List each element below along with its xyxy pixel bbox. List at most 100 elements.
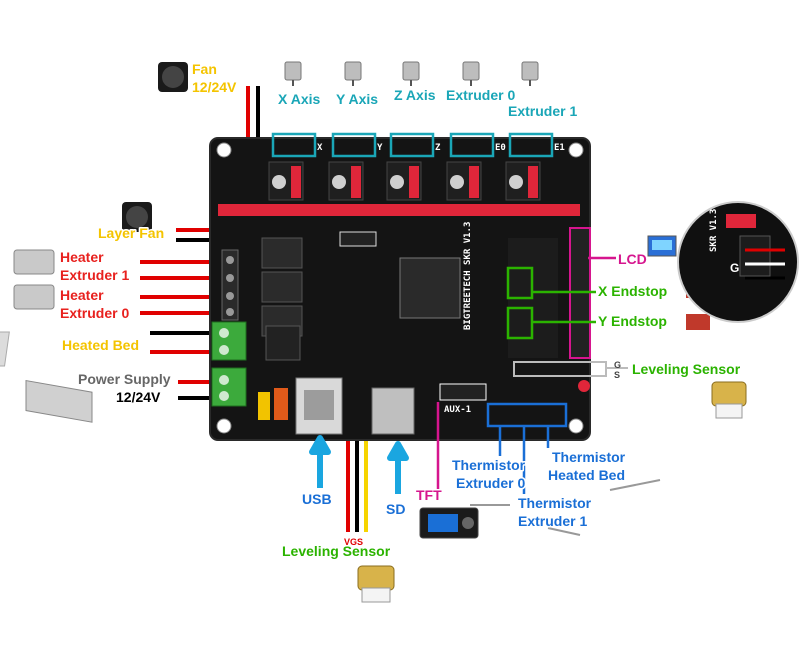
- lcd-screen: [652, 240, 672, 250]
- reset-button: [578, 380, 590, 392]
- screw: [226, 308, 234, 316]
- mosfet: [262, 272, 302, 302]
- leveling-sensor-bottom-label: Leveling Sensor: [282, 543, 391, 559]
- stepper-motor-icon: [463, 62, 479, 80]
- board-model-text: BIGTREETECH SKR V1.3: [463, 222, 473, 330]
- heater-cartridge-icon: [14, 285, 54, 309]
- heater0-label: Heater: [60, 287, 104, 303]
- capacitor: [272, 175, 286, 189]
- layer-fan-label: Layer Fan: [98, 225, 164, 241]
- heated-bed-label: Heated Bed: [62, 337, 139, 353]
- sd-arrow-icon: [390, 444, 406, 494]
- mount-hole: [217, 143, 231, 157]
- thermistor-probe-e1: [548, 528, 580, 535]
- mount-hole: [569, 143, 583, 157]
- aux-header: [440, 384, 486, 400]
- sd-label: SD: [386, 501, 405, 517]
- driver-pins: [528, 166, 538, 198]
- capacitor: [509, 175, 523, 189]
- x-endstop-label: X Endstop: [598, 283, 667, 299]
- y-endstop-label: Y Endstop: [598, 313, 667, 329]
- thermistor-e1-sub-label: Extruder 1: [518, 513, 587, 529]
- screw: [219, 328, 229, 338]
- stepper-motor-icon: [285, 62, 301, 80]
- fuse: [258, 392, 270, 420]
- zoom-pin-header: [726, 214, 756, 228]
- leveling-sensor-right-icon: [712, 382, 746, 406]
- capacitor: [450, 175, 464, 189]
- screw: [219, 345, 229, 355]
- motor-connector-text: Y: [377, 143, 383, 153]
- power-supply-label: Power Supply: [78, 371, 171, 387]
- screw: [219, 375, 229, 385]
- motor-connector-text: X: [317, 143, 323, 153]
- zoom-model-text: SKR V1.3: [709, 209, 719, 252]
- usb-arrow-icon: [312, 438, 328, 488]
- usb-label: USB: [302, 491, 332, 507]
- probe-g-label: G: [614, 360, 621, 370]
- driver-pins: [409, 166, 419, 198]
- heated-bed-icon: [0, 332, 9, 366]
- stepper-motors: [285, 62, 538, 86]
- bed-terminal: [212, 322, 246, 360]
- heater1-label: Heater: [60, 249, 104, 265]
- motor-connector-text: Z: [435, 143, 441, 153]
- thermistor-e1-label: Thermistor: [518, 495, 592, 511]
- heater-cartridge-icon: [14, 250, 54, 274]
- leveling-sensor-bottom-icon: [358, 566, 394, 590]
- heater1-sub-label: Extruder 1: [60, 267, 129, 283]
- driver-header-strip: [218, 204, 580, 216]
- thermistor-bed-label: Thermistor: [552, 449, 626, 465]
- stepper-motor-icon: [345, 62, 361, 80]
- tft-knob: [462, 517, 474, 529]
- bed-mosfet: [266, 326, 300, 360]
- stepper-motor-icon: [522, 62, 538, 80]
- y-endstop-icon: [686, 314, 710, 330]
- extruder1-label: Extruder 1: [508, 103, 577, 119]
- leveling-sensor-right-label: Leveling Sensor: [632, 361, 741, 377]
- aux-text: AUX-1: [444, 405, 471, 415]
- motor-connector-text: E0: [495, 143, 506, 153]
- thermistor-e0-label: Thermistor: [452, 457, 526, 473]
- mcu-chip: [400, 258, 460, 318]
- usb-port-inner: [304, 390, 334, 420]
- screw: [226, 256, 234, 264]
- mount-hole: [217, 419, 231, 433]
- controller-board: BIGTREETECH SKR V1.3 AUX-1 X Y Z E0 E1: [210, 134, 606, 440]
- y-axis-label: Y Axis: [336, 91, 378, 107]
- leveling-sensor-right-tip: [716, 404, 742, 418]
- screw: [226, 274, 234, 282]
- tft-screen: [428, 514, 458, 532]
- fan-voltage-label: 12/24V: [192, 79, 237, 95]
- probe-s-label: S: [614, 370, 620, 380]
- screw: [219, 391, 229, 401]
- extruder0-label: Extruder 0: [446, 87, 515, 103]
- z-axis-label: Z Axis: [394, 87, 436, 103]
- motor-connector-text: E1: [554, 143, 565, 153]
- capacitor: [390, 175, 404, 189]
- tft-label: TFT: [416, 487, 442, 503]
- screw: [226, 292, 234, 300]
- probe-header-vgs: [340, 232, 376, 246]
- thermistor-bed-sub-label: Heated Bed: [548, 467, 625, 483]
- fan-label: Fan: [192, 61, 217, 77]
- power-terminal: [212, 368, 246, 406]
- driver-pins: [351, 166, 361, 198]
- zoom-inset: G SKR V1.3: [678, 202, 798, 322]
- fan-icon-hub: [162, 66, 184, 88]
- sd-slot: [372, 388, 414, 434]
- driver-pins: [291, 166, 301, 198]
- mount-hole: [569, 419, 583, 433]
- power-voltage-label: 12/24V: [116, 389, 161, 405]
- capacitor: [332, 175, 346, 189]
- leveling-sensor-bottom-tip: [362, 588, 390, 602]
- zoom-connector: [740, 236, 770, 276]
- zoom-g-label: G: [730, 261, 739, 275]
- fuse: [274, 388, 288, 420]
- thermistor-e0-sub-label: Extruder 0: [456, 475, 525, 491]
- mosfet: [262, 238, 302, 268]
- x-axis-label: X Axis: [278, 91, 320, 107]
- stepper-motor-icon: [403, 62, 419, 80]
